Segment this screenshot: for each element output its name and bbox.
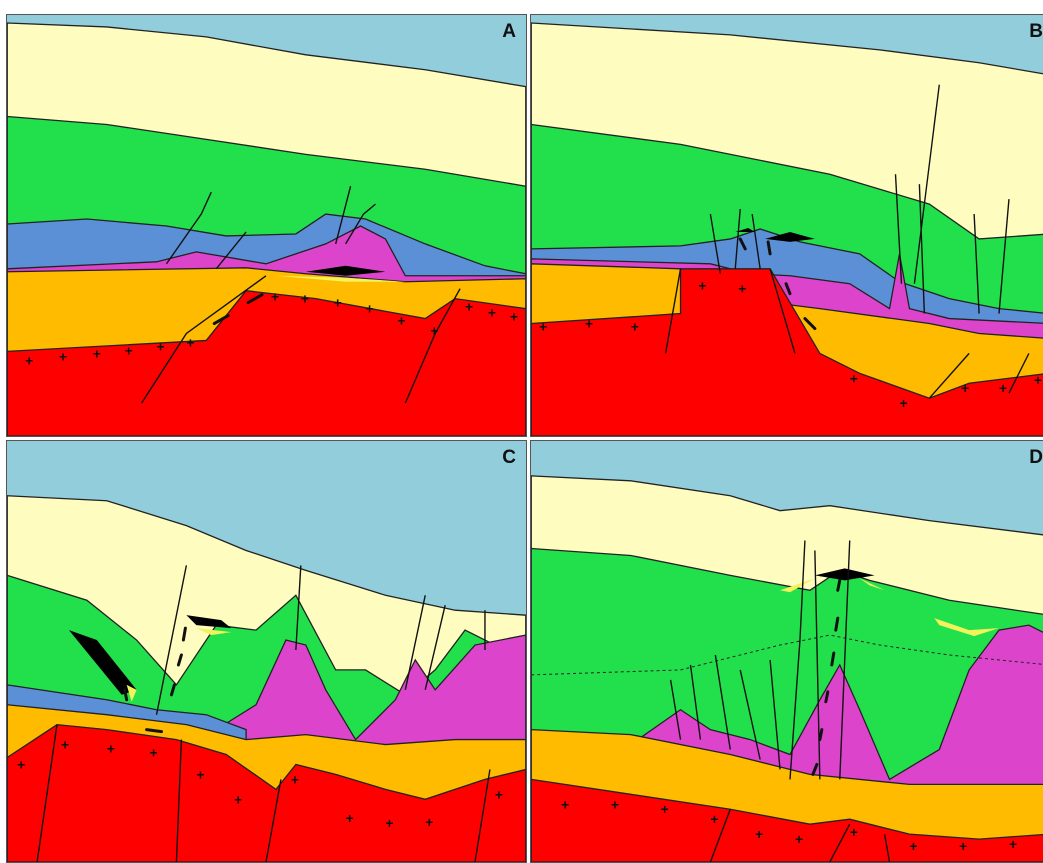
fault-lines	[36, 565, 491, 862]
panel-a-section: + + + + + + + + + + + + + + +	[7, 15, 526, 436]
svg-text:+: +	[271, 289, 279, 305]
svg-text:+: +	[125, 342, 133, 358]
svg-text:+: +	[465, 299, 473, 315]
panel-d-section: + + + + + + + + + +	[531, 441, 1043, 862]
hydrocarbon-trap	[305, 265, 386, 276]
svg-text:+: +	[510, 309, 518, 325]
svg-text:+: +	[738, 281, 746, 297]
yellow-lens	[126, 684, 137, 702]
svg-text:+: +	[61, 737, 69, 753]
svg-text:+: +	[93, 345, 101, 361]
svg-text:+: +	[1034, 372, 1042, 388]
svg-text:+: +	[186, 334, 194, 350]
svg-text:+: +	[425, 814, 433, 830]
svg-text:+: +	[334, 295, 342, 311]
migration-arrows	[738, 237, 817, 331]
svg-text:+: +	[909, 838, 917, 854]
plus-markers: + + + + + + + + + +	[561, 796, 1017, 854]
svg-text:+: +	[107, 741, 115, 757]
migration-arrows	[212, 293, 264, 326]
svg-text:+: +	[539, 318, 547, 334]
svg-text:+: +	[25, 352, 33, 368]
svg-text:+: +	[430, 322, 438, 338]
panel-a: + + + + + + + + + + + + + + + A	[6, 14, 527, 437]
migration-arrows	[123, 626, 187, 734]
svg-text:+: +	[234, 791, 242, 807]
hydrocarbon-trap	[814, 568, 875, 581]
svg-text:+: +	[850, 370, 858, 386]
hydrocarbon-trap-2	[186, 615, 232, 629]
svg-text:+: +	[698, 278, 706, 294]
svg-text:+: +	[561, 796, 569, 812]
svg-text:+: +	[346, 810, 354, 826]
dotted-horizon	[531, 634, 1043, 676]
svg-text:+: +	[397, 313, 405, 329]
svg-text:+: +	[795, 831, 803, 847]
svg-text:+: +	[366, 301, 374, 317]
basement-red	[531, 268, 1043, 436]
basement-red	[531, 778, 1043, 862]
panel-label-a: A	[502, 21, 516, 42]
svg-text:+: +	[585, 316, 593, 332]
panel-b-section: + + + + + + + + + +	[531, 15, 1043, 436]
panel-label-c: C	[502, 447, 516, 468]
yellow-lens-2	[859, 578, 885, 591]
plus-markers: + + + + + + + + + + +	[17, 737, 503, 832]
svg-text:+: +	[17, 756, 25, 772]
svg-text:+: +	[495, 786, 503, 802]
fault-lines	[669, 540, 891, 862]
yellow-lens-3	[934, 618, 1000, 637]
yellow-lens	[275, 275, 406, 282]
panel-c: + + + + + + + + + + + C	[6, 440, 527, 863]
plus-markers: + + + + + + + + + +	[539, 278, 1042, 411]
basement-red	[7, 723, 526, 862]
hydrocarbon-trap	[68, 630, 137, 695]
svg-text:+: +	[385, 815, 393, 831]
panel-label-d: D	[1029, 447, 1043, 468]
svg-text:+: +	[157, 338, 165, 354]
migration-arrows	[811, 578, 842, 776]
panel-d: + + + + + + + + + + D	[530, 440, 1043, 863]
panel-label-b: B	[1029, 21, 1043, 42]
svg-text:+: +	[150, 744, 158, 760]
panel-b: + + + + + + + + + + B	[530, 14, 1043, 437]
hydrocarbon-trap-2	[735, 227, 756, 232]
svg-text:+: +	[291, 771, 299, 787]
svg-text:+: +	[59, 348, 67, 364]
svg-text:+: +	[631, 318, 639, 334]
svg-text:+: +	[196, 766, 204, 782]
svg-text:+: +	[959, 838, 967, 854]
svg-text:+: +	[301, 291, 309, 307]
fault-lines	[664, 84, 1030, 399]
svg-text:+: +	[661, 801, 669, 817]
svg-text:+: +	[850, 824, 858, 840]
svg-text:+: +	[1009, 836, 1017, 852]
svg-text:+: +	[611, 796, 619, 812]
svg-text:+: +	[755, 826, 763, 842]
fault-lines	[141, 186, 461, 404]
svg-text:+: +	[710, 811, 718, 827]
yellow-lens	[780, 578, 815, 593]
svg-text:+: +	[961, 380, 969, 396]
svg-text:+: +	[899, 395, 907, 411]
plus-markers: + + + + + + + + + + + + + + +	[25, 289, 518, 369]
panel-c-section: + + + + + + + + + + +	[7, 441, 526, 862]
yellow-lens-2	[196, 628, 232, 636]
svg-text:+: +	[999, 380, 1007, 396]
svg-text:+: +	[488, 305, 496, 321]
hydrocarbon-trap	[765, 231, 815, 242]
